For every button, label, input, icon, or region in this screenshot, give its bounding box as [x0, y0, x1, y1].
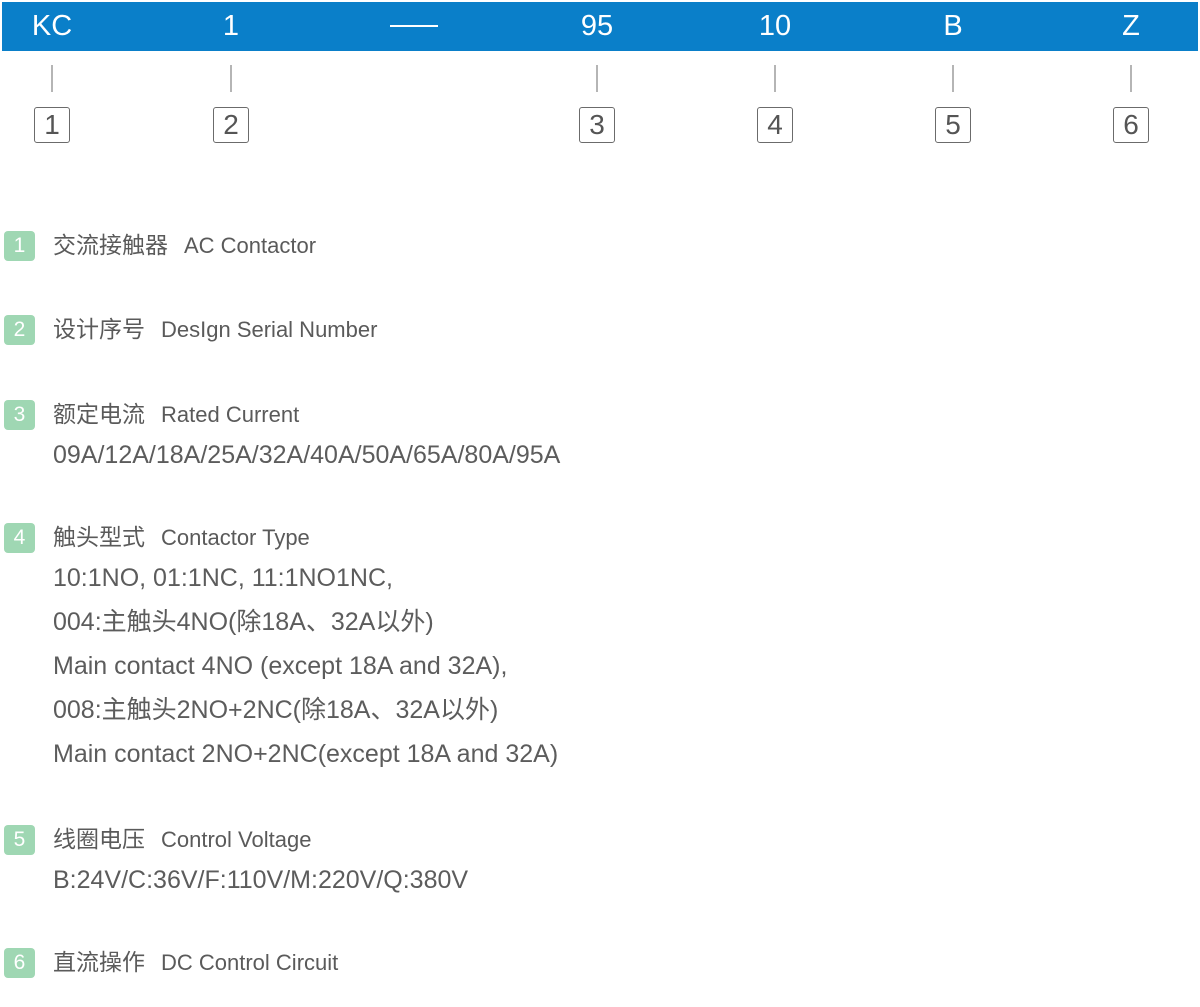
code-index-box-3: 3 — [579, 107, 615, 143]
code-segment-current: 95 — [580, 10, 614, 42]
item-number-badge: 4 — [4, 523, 35, 553]
control-voltage-values: B:24V/C:36V/F:110V/M:220V/Q:380V — [53, 866, 469, 894]
contact-type-line-3: Main contact 4NO (except 18A and 32A), — [53, 652, 508, 680]
connector-line-5 — [952, 65, 954, 92]
item-heading: 线圈电压 Control Voltage — [53, 825, 311, 855]
item-heading: 直流操作 DC Control Circuit — [53, 948, 338, 978]
code-segment-dc: Z — [1122, 10, 1140, 42]
item-title-en: Contactor Type — [161, 525, 310, 550]
contact-type-line-4: 008:主触头2NO+2NC(除18A、32A以外) — [53, 696, 499, 724]
item-title-cn: 设计序号 — [53, 317, 145, 343]
item-title-cn: 直流操作 — [53, 950, 145, 976]
item-title-en: DesIgn Serial Number — [161, 317, 378, 342]
contact-type-line-2: 004:主触头4NO(除18A、32A以外) — [53, 608, 434, 636]
code-index-box-4: 4 — [757, 107, 793, 143]
item-title-cn: 额定电流 — [53, 402, 145, 428]
item-title-en: AC Contactor — [184, 233, 317, 258]
item-title-en: Control Voltage — [161, 827, 312, 852]
code-segment-contact-type: 10 — [758, 10, 792, 42]
item-title-en: DC Control Circuit — [161, 950, 339, 975]
item-title-cn: 触头型式 — [53, 525, 145, 551]
item-heading: 额定电流 Rated Current — [53, 400, 299, 430]
code-index-box-2: 2 — [213, 107, 249, 143]
code-index-box-6: 6 — [1113, 107, 1149, 143]
item-title-en: Rated Current — [161, 402, 300, 427]
rated-current-values: 09A/12A/18A/25A/32A/40A/50A/65A/80A/95A — [53, 441, 561, 469]
item-number-badge: 1 — [4, 231, 35, 261]
contact-type-line-5: Main contact 2NO+2NC(except 18A and 32A) — [53, 740, 559, 768]
connector-line-1 — [51, 65, 53, 92]
model-code-bar — [2, 2, 1198, 51]
code-separator-dash — [390, 25, 438, 27]
item-title-cn: 线圈电压 — [53, 827, 145, 853]
connector-line-6 — [1130, 65, 1132, 92]
code-index-box-5: 5 — [935, 107, 971, 143]
item-heading: 触头型式 Contactor Type — [53, 523, 310, 553]
item-number-badge: 5 — [4, 825, 35, 855]
item-number-badge: 6 — [4, 948, 35, 978]
item-heading: 交流接触器 AC Contactor — [53, 231, 316, 261]
code-index-box-1: 1 — [34, 107, 70, 143]
code-segment-design: 1 — [222, 10, 240, 42]
item-title-cn: 交流接触器 — [53, 233, 168, 259]
contact-type-line-1: 10:1NO, 01:1NC, 11:1NO1NC, — [53, 564, 393, 592]
connector-line-3 — [596, 65, 598, 92]
connector-line-4 — [774, 65, 776, 92]
item-number-badge: 2 — [4, 315, 35, 345]
code-segment-series: KC — [31, 10, 73, 42]
item-number-badge: 3 — [4, 400, 35, 430]
code-segment-voltage: B — [943, 10, 963, 42]
item-heading: 设计序号 DesIgn Serial Number — [53, 315, 377, 345]
connector-line-2 — [230, 65, 232, 92]
